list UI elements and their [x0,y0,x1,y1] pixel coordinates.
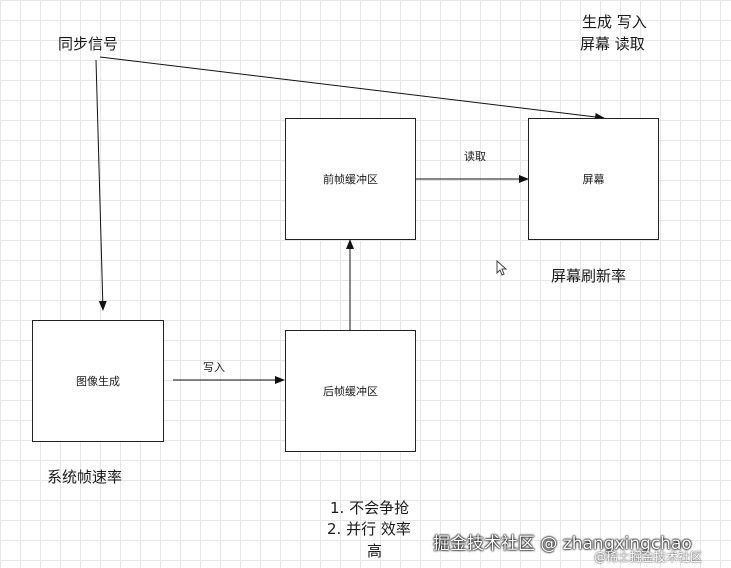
frame-rate-label: 系统帧速率 [47,468,123,486]
image-generation-label: 图像生成 [76,375,120,388]
refresh-rate-label: 屏幕刷新率 [551,267,627,285]
sync-to-image-arrow [95,59,107,311]
note-line-1: 1. 不会争抢 [330,499,410,517]
note-line-2: 2. 并行 效率 [327,520,411,538]
image-generation-node: 图像生成 [32,320,164,442]
sync-signal-label: 同步信号 [58,35,119,53]
mouse-cursor-icon [496,260,508,276]
back-buffer-node: 后帧缓冲区 [285,330,416,452]
screen-label: 屏幕 [582,173,605,186]
back-buffer-label: 后帧缓冲区 [323,385,378,398]
watermark-main: 掘金技术社区 @ zhangxingchao [433,534,692,554]
front-buffer-node: 前帧缓冲区 [285,118,416,240]
note-line-3: 高 [367,542,383,560]
watermark-sub: @稀土掘金技术社区 [594,550,703,564]
read-edge-label: 读取 [464,150,486,163]
write-edge-label: 写入 [203,361,225,374]
legend-line-1: 生成 写入 [582,13,647,31]
screen-node: 屏幕 [528,118,659,240]
sync-to-screen-arrow [99,56,605,121]
front-buffer-label: 前帧缓冲区 [323,173,378,186]
legend-line-2: 屏幕 读取 [580,35,645,53]
